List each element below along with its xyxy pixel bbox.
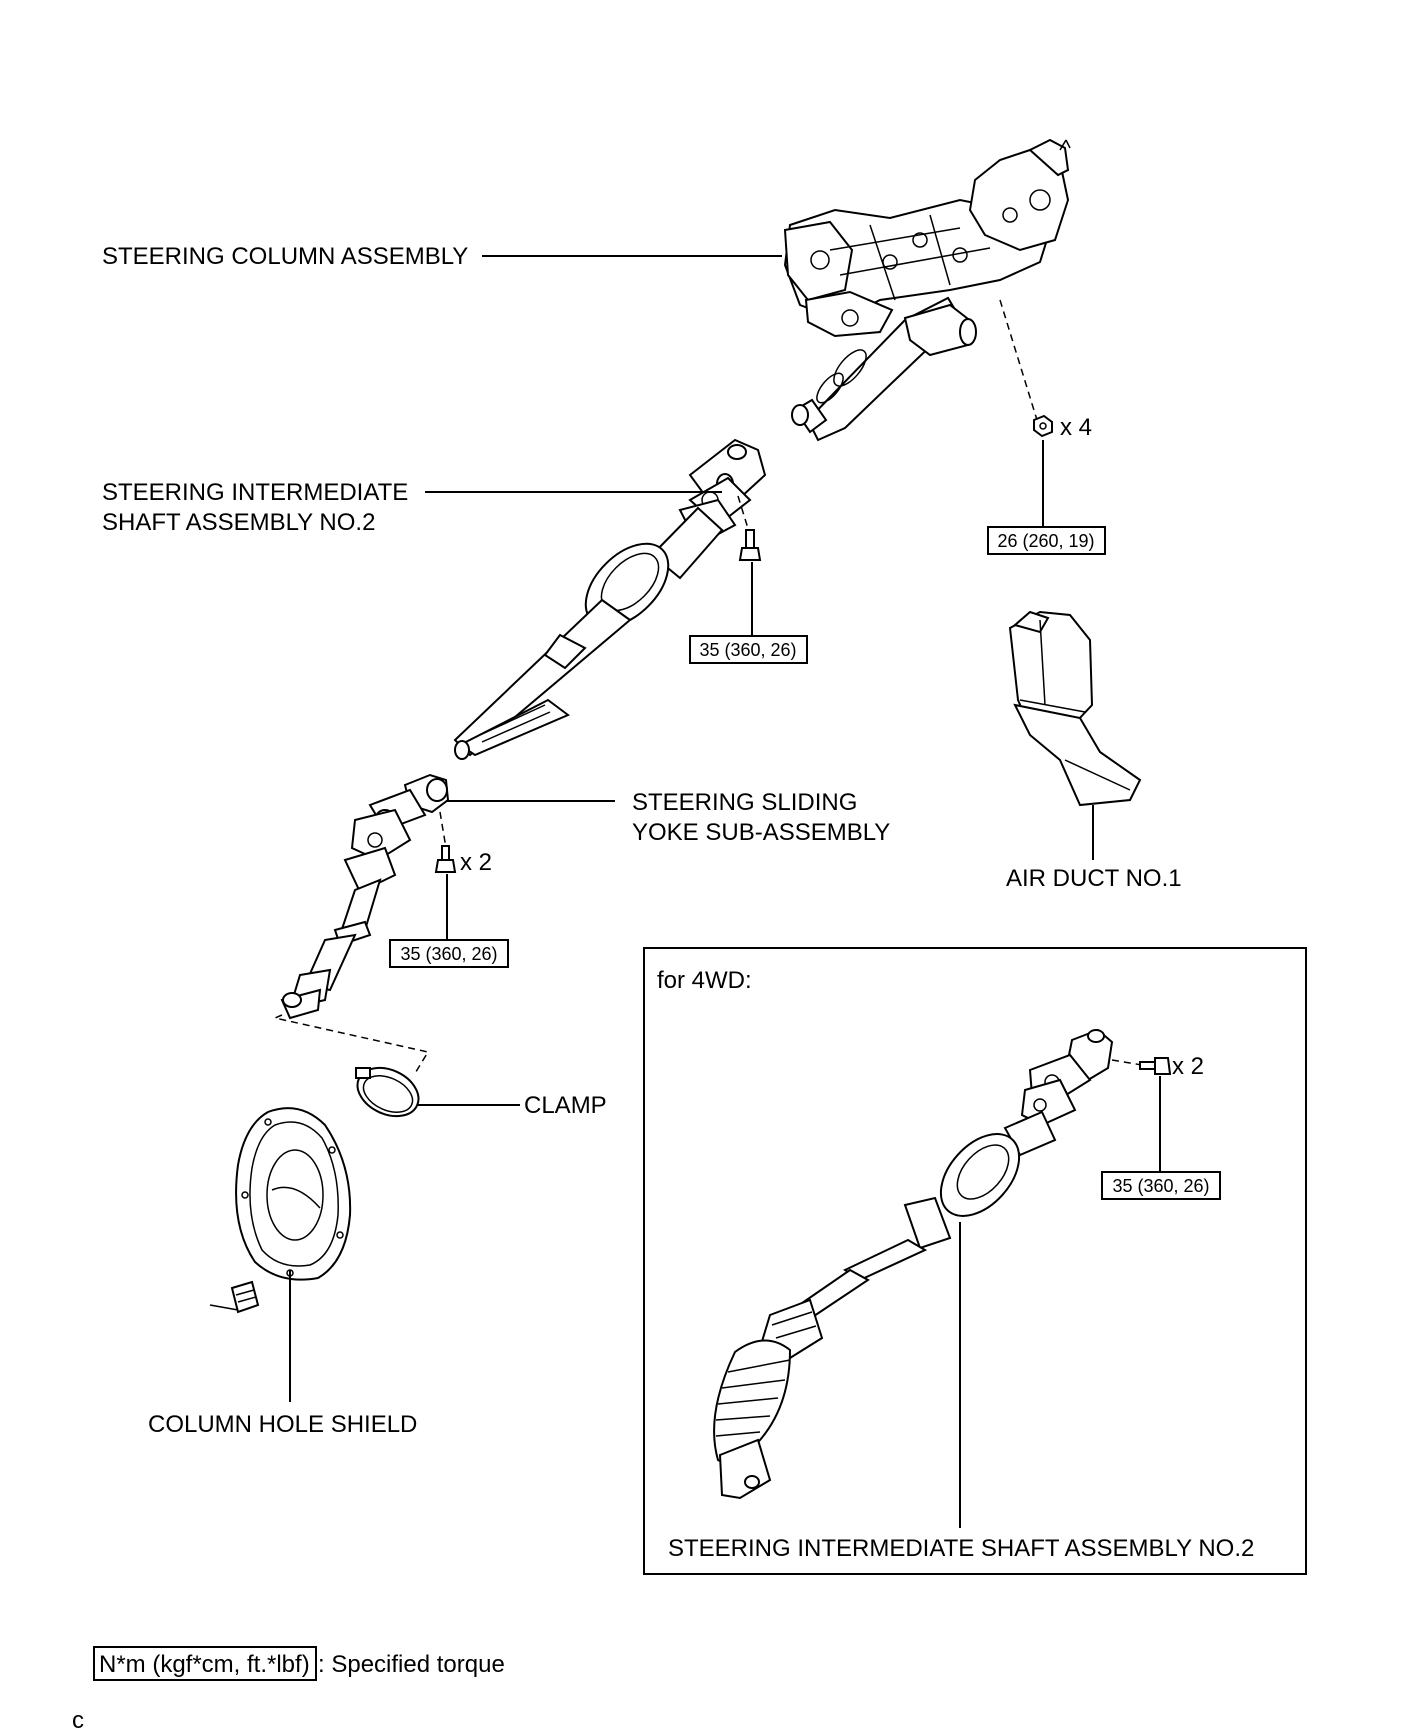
yoke-bolt-torque: 35 (360, 26)	[400, 944, 497, 964]
sliding-yoke-drawing	[280, 773, 450, 1020]
label-steering-column-assembly: STEERING COLUMN ASSEMBLY	[102, 243, 468, 270]
intermediate-shaft-drawing	[453, 438, 767, 760]
column-nut-torque: 26 (260, 19)	[997, 531, 1094, 551]
column-nut-torque-box	[987, 526, 1106, 555]
steering-column-assembly-drawing	[783, 138, 1071, 442]
label-clamp: CLAMP	[524, 1092, 607, 1119]
inset-bolt-qty: x 2	[1172, 1053, 1204, 1080]
yoke-bolt-qty: x 2	[460, 849, 492, 876]
shaft-bolt-icon	[738, 529, 762, 561]
yoke-clamp-dashline	[272, 1014, 430, 1076]
label-intermediate-shaft-line2: SHAFT ASSEMBLY NO.2	[102, 509, 375, 536]
clamp-drawing	[355, 1066, 420, 1118]
label-column-hole-shield: COLUMN HOLE SHIELD	[148, 1411, 417, 1438]
column-nut-dashline	[999, 299, 1038, 421]
intermediate-shaft-4wd-drawing	[713, 1028, 1114, 1500]
legend-unit: N*m (kgf*cm, ft.*lbf)	[99, 1651, 310, 1678]
column-nut-icon	[1033, 414, 1053, 438]
label-sliding-yoke-line1: STEERING SLIDING	[632, 789, 857, 816]
air-duct-drawing	[1008, 610, 1142, 807]
label-intermediate-shaft-4wd: STEERING INTERMEDIATE SHAFT ASSEMBLY NO.…	[668, 1535, 1254, 1562]
yoke-bolt-icon	[434, 845, 457, 873]
label-sliding-yoke-line2: YOKE SUB-ASSEMBLY	[632, 819, 890, 846]
label-intermediate-shaft-line1: STEERING INTERMEDIATE	[102, 479, 408, 506]
inset-bolt-torque: 35 (360, 26)	[1112, 1176, 1209, 1196]
legend-unit-box	[93, 1646, 317, 1681]
inset-bolt-torque-box	[1101, 1171, 1221, 1200]
column-nut-qty: x 4	[1060, 414, 1092, 441]
legend-text: : Specified torque	[318, 1651, 505, 1678]
column-hole-shield-drawing	[209, 1107, 352, 1314]
label-air-duct: AIR DUCT NO.1	[1006, 865, 1182, 892]
shaft-bolt-torque-box	[689, 635, 808, 664]
footer-code: c	[72, 1707, 84, 1734]
inset-bolt-icon	[1139, 1057, 1172, 1075]
shaft-bolt-torque: 35 (360, 26)	[699, 640, 796, 660]
yoke-bolt-torque-box	[389, 939, 509, 968]
4wd-inset-title: for 4WD:	[657, 967, 752, 994]
